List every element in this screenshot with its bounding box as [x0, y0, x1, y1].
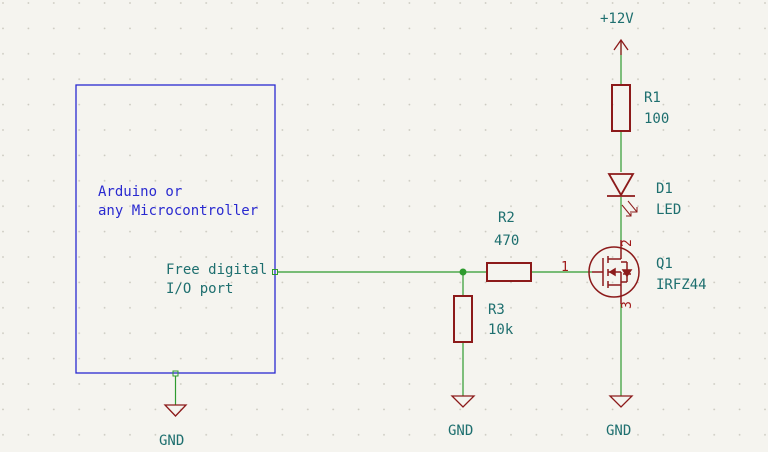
q1-pin-source: 3	[620, 301, 635, 309]
d1-value: LED	[656, 202, 681, 218]
block-title-line2: any Microcontroller	[98, 203, 258, 219]
r1-ref: R1	[644, 90, 661, 106]
resistor-icon	[611, 84, 631, 132]
gnd-label-mcu: GND	[159, 433, 184, 449]
block-border	[75, 84, 276, 374]
resistor-icon	[453, 295, 473, 343]
q1-value: IRFZ44	[656, 277, 707, 293]
gnd-label-q1: GND	[606, 423, 631, 439]
led-d1[interactable]	[607, 173, 638, 217]
q1-pin-drain: 2	[620, 239, 635, 247]
block-title-line1: Arduino or	[98, 184, 182, 200]
resistor-icon	[486, 262, 532, 282]
q1-ref: Q1	[656, 256, 673, 272]
ground-triangle-icon[interactable]	[608, 395, 634, 408]
wires	[174, 42, 622, 405]
resistor-r2[interactable]	[486, 262, 532, 282]
resistor-r3[interactable]	[453, 295, 473, 343]
resistor-r1[interactable]	[611, 84, 631, 132]
led-diode-icon	[607, 173, 638, 217]
n-mosfet-icon	[588, 240, 640, 304]
microcontroller-block[interactable]: Arduino or any Microcontroller Free digi…	[75, 84, 278, 377]
junction-dot	[459, 268, 467, 276]
gnd-label-r3: GND	[448, 423, 473, 439]
q1-pin-gate: 1	[561, 260, 569, 275]
port-label-line2: I/O port	[166, 281, 233, 297]
r2-value: 470	[494, 233, 519, 249]
r3-value: 10k	[488, 322, 514, 338]
r2-ref: R2	[498, 210, 515, 226]
r1-value: 100	[644, 111, 669, 127]
power-arrow-icon[interactable]	[613, 38, 629, 55]
ground-triangle-icon[interactable]	[163, 404, 188, 417]
ground-triangle-icon[interactable]	[450, 395, 476, 408]
r3-ref: R3	[488, 302, 505, 318]
mosfet-q1[interactable]	[588, 240, 640, 304]
power-label: +12V	[600, 11, 634, 27]
port-label-line1: Free digital	[166, 262, 267, 278]
d1-ref: D1	[656, 181, 673, 197]
